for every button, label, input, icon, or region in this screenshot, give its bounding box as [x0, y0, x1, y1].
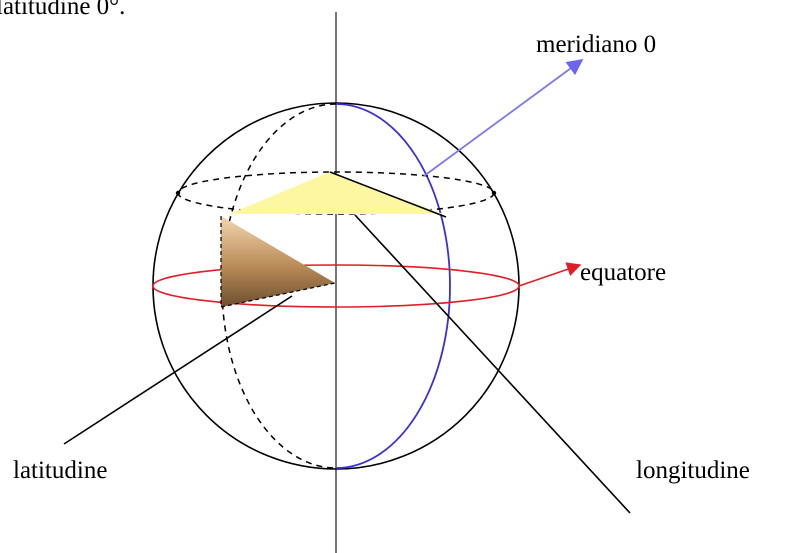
latitude-leader	[63, 295, 293, 445]
longitude-leader	[354, 214, 631, 514]
parallel-right-point	[491, 190, 497, 196]
meridian-zero	[335, 103, 451, 469]
header-text: latitudine 0°.	[0, 0, 125, 20]
latitude-label: latitudine	[13, 457, 107, 484]
meridian-label: meridiano 0	[536, 31, 656, 58]
meridian-pointer-arrow	[423, 59, 584, 177]
longitude-wedge	[229, 172, 443, 214]
latitude-wedge-bottom-edge	[220, 282, 336, 308]
equator-label: equatore	[580, 259, 666, 286]
latitude-wedge	[221, 216, 335, 307]
longitude-label: longitudine	[636, 457, 750, 484]
parallel-left-point	[175, 190, 181, 196]
longitude-radius	[329, 171, 447, 218]
equator-pointer-arrow	[518, 262, 582, 287]
